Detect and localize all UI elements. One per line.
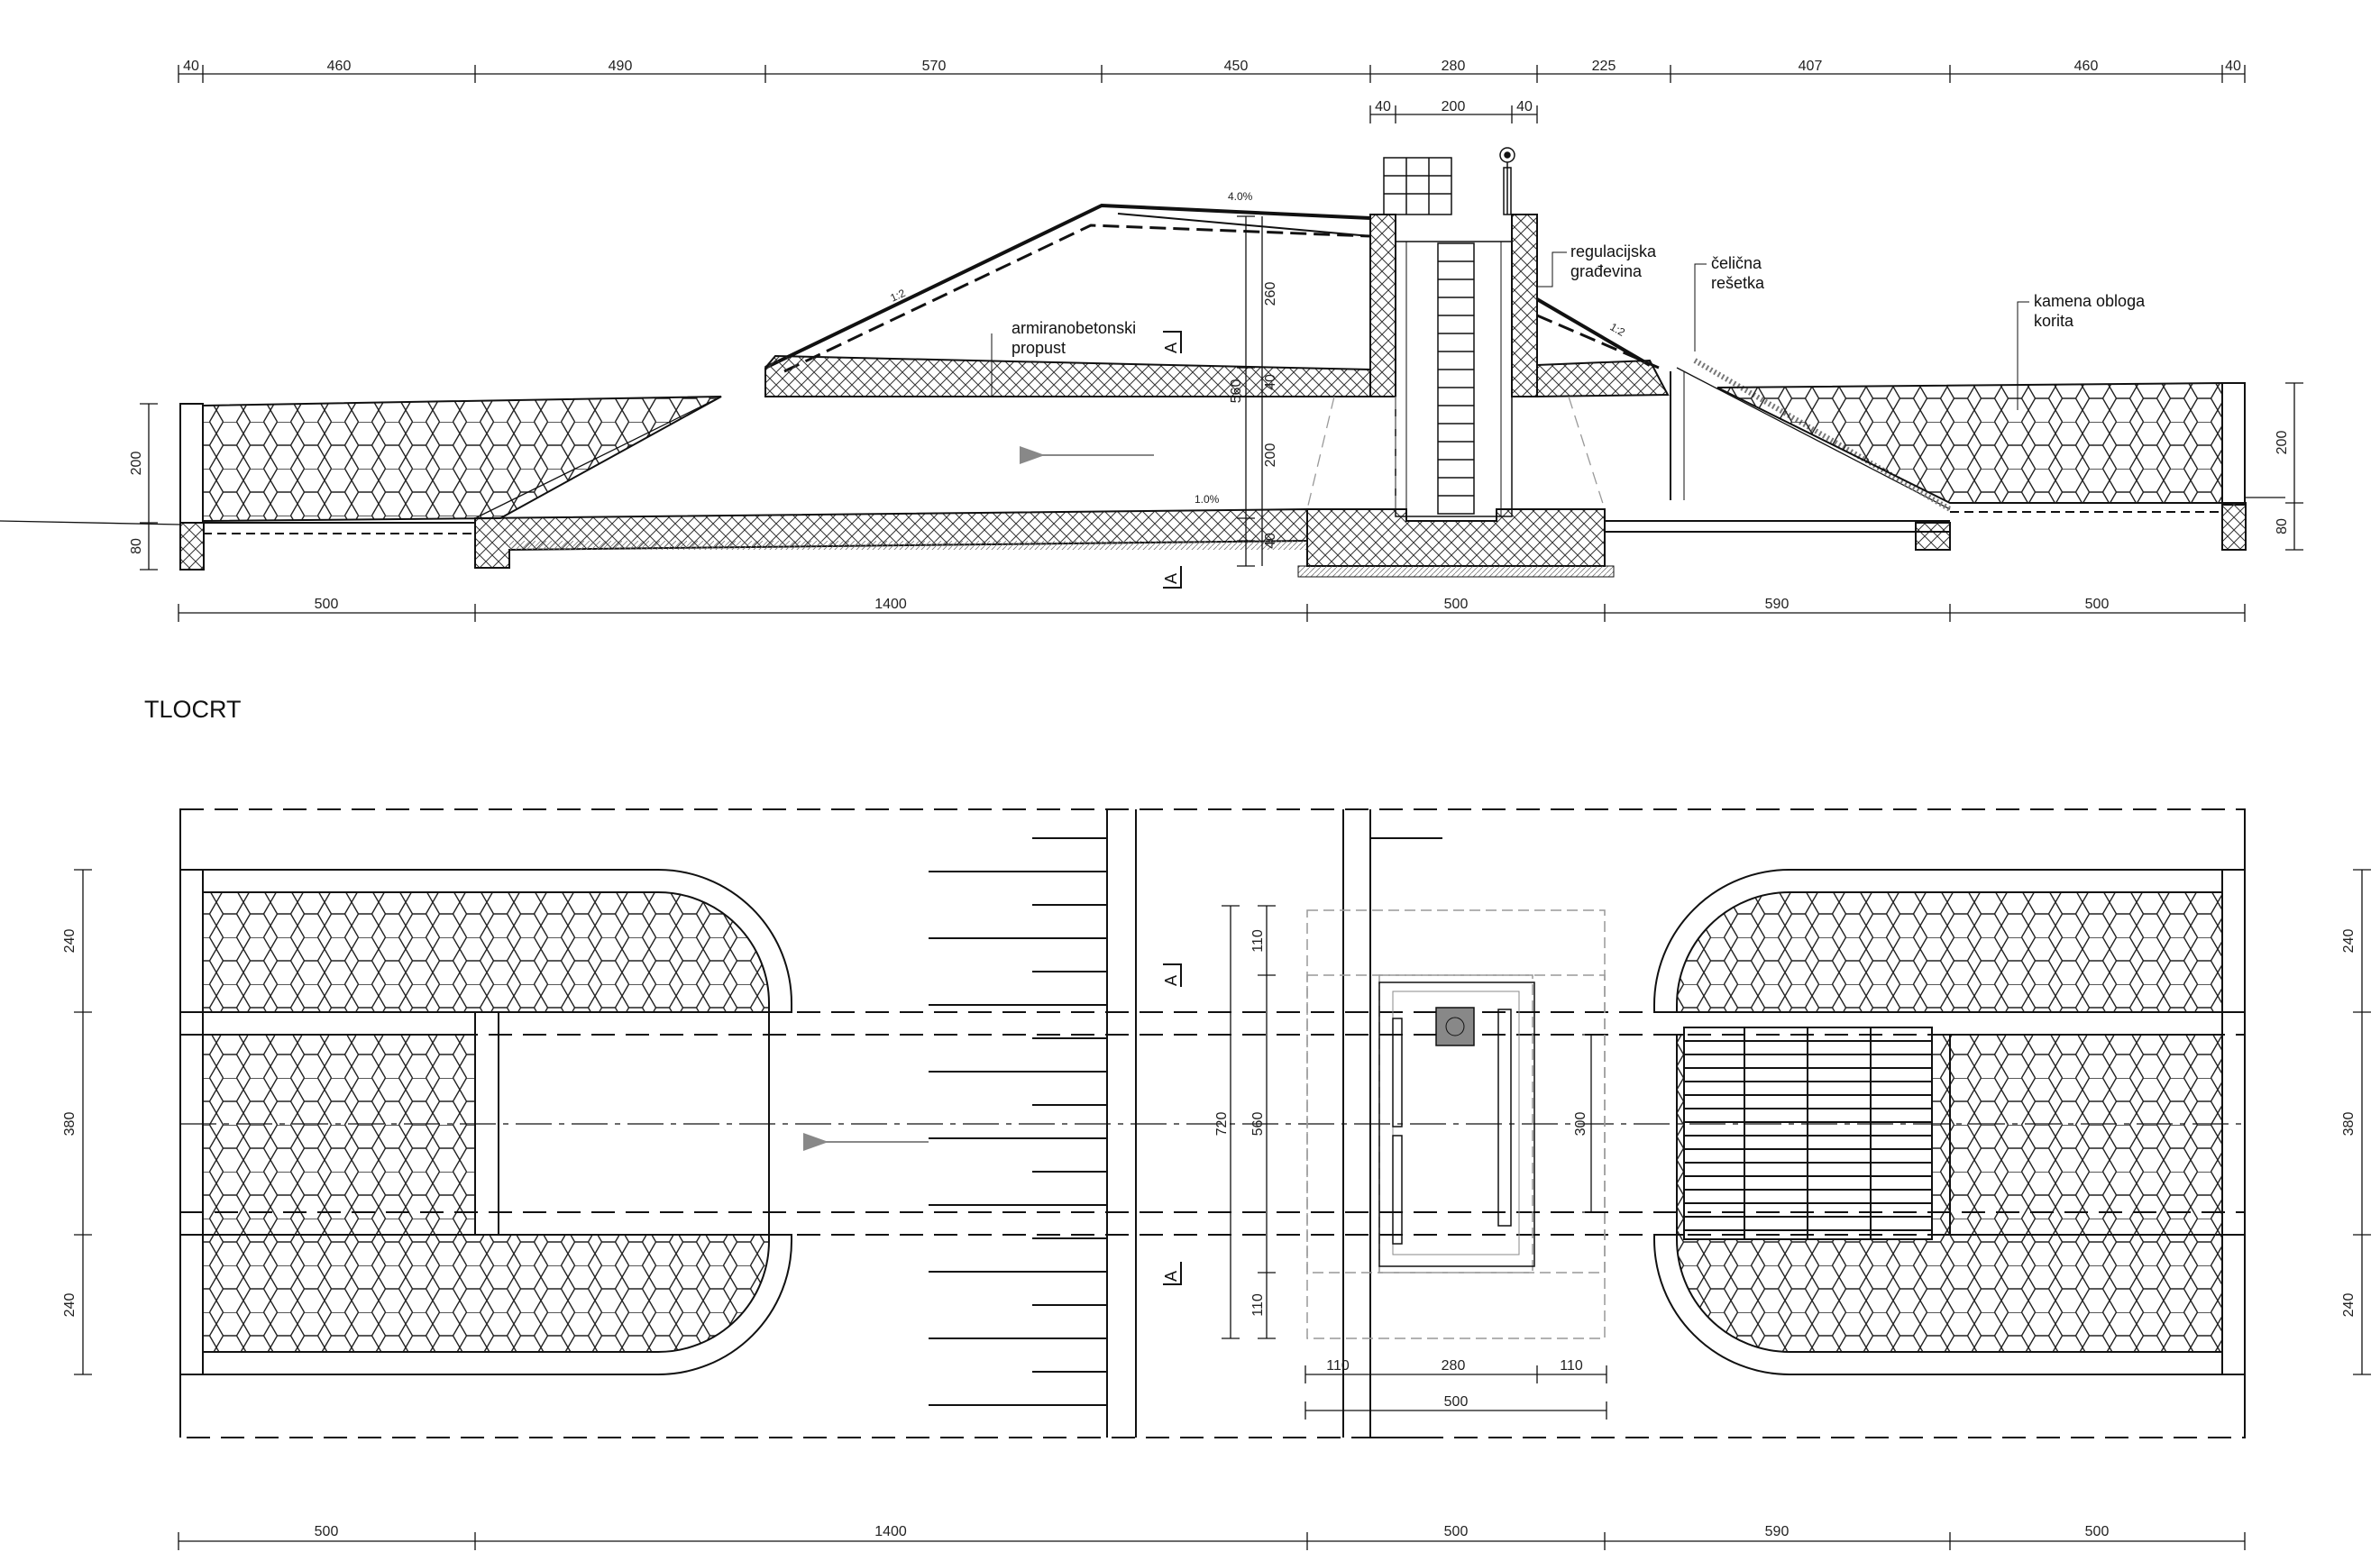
dim-sec-bottom-3: 590 [1765, 597, 1790, 612]
svg-text:A: A [1162, 573, 1180, 584]
plan-dim-inner-1: 560 [1250, 1112, 1266, 1137]
dim-center-v-4: 560 [1229, 379, 1244, 404]
plan-title: TLOCRT [144, 696, 242, 723]
plan-dim-bottom-0: 500 [315, 1524, 339, 1539]
plan-view: A A 240 380 240 240 380 240 [62, 808, 2371, 1550]
dim-left-v-0: 200 [129, 452, 144, 476]
dim-top-2: 490 [609, 59, 633, 74]
dim-top-inner-0: 40 [1375, 99, 1391, 114]
valve-wheel-icon [1499, 147, 1515, 215]
plan-dim-h-3: 500 [1444, 1394, 1469, 1410]
slope-top-label: 4.0% [1228, 190, 1253, 203]
plan-dim-right-1: 380 [2341, 1112, 2357, 1137]
plan-dim-inner-0: 110 [1250, 929, 1266, 953]
section-bottom-dimension-chain [178, 604, 2246, 622]
plan-dim-left-2: 240 [62, 1293, 78, 1318]
section-top-dimension-chain [178, 65, 2246, 123]
dim-sec-bottom-4: 500 [2085, 597, 2110, 612]
longitudinal-section: 40 460 490 570 450 280 225 407 460 40 40… [0, 59, 2303, 622]
plan-regulating-chamber [1306, 909, 1606, 1339]
plan-dim-bottom-3: 590 [1765, 1524, 1790, 1539]
label-regulating-structure: regulacijska građevina [1537, 242, 1657, 288]
svg-text:rešetka: rešetka [1711, 274, 1765, 292]
reinforced-concrete-culvert [474, 354, 1670, 569]
label-culvert: armiranobetonski propust [991, 319, 1136, 397]
plan-dim-chamber: 300 [1573, 1112, 1588, 1137]
dim-right-v-1: 80 [2275, 518, 2290, 534]
plan-dim-bottom-1: 1400 [874, 1524, 907, 1539]
svg-text:kamena obloga: kamena obloga [2034, 292, 2146, 310]
dim-top-8: 460 [2074, 59, 2099, 74]
dim-sec-bottom-1: 1400 [874, 597, 907, 612]
section-side-vertical-dims [140, 382, 2303, 571]
slope-left-label: 1:2 [888, 287, 907, 305]
slope-bottom-label: 1.0% [1195, 493, 1220, 506]
dim-top-0: 40 [183, 59, 199, 74]
plan-dim-right-2: 240 [2341, 1293, 2357, 1318]
section-center-vertical-dims [1237, 215, 1263, 567]
label-steel-grate: čelična rešetka [1694, 254, 1765, 351]
plan-left-stone-lining [179, 869, 792, 1375]
plan-dim-left-0: 240 [62, 929, 78, 954]
svg-text:regulacijska: regulacijska [1570, 242, 1657, 260]
dim-left-v-1: 80 [129, 538, 144, 554]
railing [1383, 157, 1452, 215]
label-stone-lining: kamena obloga korita [2017, 292, 2146, 410]
plan-steel-grate [1683, 1027, 1933, 1240]
plan-section-mark-bottom: A [1162, 1262, 1182, 1285]
dim-top-4: 450 [1224, 59, 1249, 74]
plan-embankment-lines [929, 809, 1442, 1438]
dim-top-3: 570 [922, 59, 947, 74]
dim-center-v-3: 40 [1263, 533, 1278, 549]
svg-text:A: A [1162, 1271, 1180, 1282]
plan-dim-inner-3: 720 [1214, 1112, 1230, 1137]
section-mark-top: A [1162, 331, 1182, 353]
dim-top-inner-1: 200 [1442, 99, 1466, 114]
plan-dim-inner-2: 110 [1250, 1293, 1266, 1317]
right-stone-lining [0, 358, 2285, 551]
section-mark-bottom: A [1162, 566, 1182, 589]
svg-text:čelična: čelična [1711, 254, 1762, 272]
plan-bottom-dimension-chain [178, 1532, 2246, 1550]
svg-text:armiranobetonski: armiranobetonski [1012, 319, 1136, 337]
plan-dim-h-0: 110 [1326, 1358, 1350, 1374]
dim-top-5: 280 [1442, 59, 1466, 74]
plan-side-vertical-dims [74, 869, 2371, 1375]
plan-inner-vertical-dims [1222, 905, 1600, 1339]
plan-inner-horizontal-dims [1304, 1365, 1607, 1420]
plan-dim-right-0: 240 [2341, 929, 2357, 954]
plan-dim-left-1: 380 [62, 1112, 78, 1137]
plan-dim-h-2: 110 [1560, 1358, 1583, 1374]
section-top-dimension-values: 40 460 490 570 450 280 225 407 460 40 40… [183, 59, 2241, 114]
plan-dim-bottom-2: 500 [1444, 1524, 1469, 1539]
regulating-structure [1297, 147, 1615, 578]
ladder [1437, 242, 1475, 515]
dim-top-9: 40 [2225, 59, 2241, 74]
svg-text:korita: korita [2034, 312, 2074, 330]
dim-right-v-0: 200 [2275, 431, 2290, 455]
dim-top-1: 460 [327, 59, 352, 74]
dim-center-v-1: 40 [1263, 374, 1278, 390]
dim-top-inner-2: 40 [1516, 99, 1533, 114]
dim-top-7: 407 [1799, 59, 1823, 74]
svg-text:A: A [1162, 342, 1180, 353]
plan-dim-h-1: 280 [1442, 1358, 1466, 1374]
plan-dim-bottom-4: 500 [2085, 1524, 2110, 1539]
embankment [474, 203, 1951, 519]
svg-text:A: A [1162, 975, 1180, 986]
svg-text:propust: propust [1012, 339, 1066, 357]
manhole-icon [1435, 1007, 1475, 1046]
dim-center-v-2: 200 [1263, 443, 1278, 468]
dim-sec-bottom-0: 500 [315, 597, 339, 612]
dim-top-6: 225 [1592, 59, 1616, 74]
dim-sec-bottom-2: 500 [1444, 597, 1469, 612]
dim-center-v-0: 260 [1263, 282, 1278, 306]
slope-right-label: 1:2 [1608, 320, 1628, 339]
svg-text:građevina: građevina [1570, 262, 1643, 280]
plan-section-mark-top: A [1162, 963, 1182, 987]
